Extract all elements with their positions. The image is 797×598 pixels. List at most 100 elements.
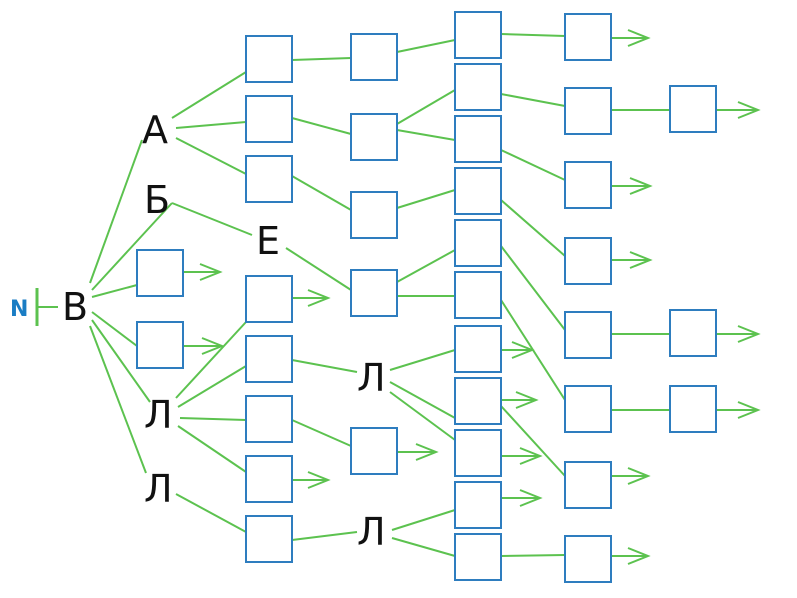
edge-1 — [89, 139, 143, 284]
arrows-layer — [184, 29, 761, 565]
empty-box-22 — [454, 325, 502, 373]
empty-box-29 — [564, 161, 612, 209]
edge-11 — [285, 247, 352, 291]
edge-14 — [179, 417, 247, 421]
edge-35 — [500, 93, 566, 107]
arrow-icon-11 — [611, 177, 653, 195]
arrow-icon-16 — [716, 325, 761, 343]
edge-12 — [175, 321, 247, 399]
empty-box-1 — [245, 35, 293, 83]
empty-box-25 — [454, 481, 502, 529]
edge-9 — [175, 137, 247, 175]
empty-box-27 — [564, 13, 612, 61]
edge-7 — [171, 71, 247, 119]
edge-8 — [175, 121, 247, 129]
empty-box-5 — [245, 335, 293, 383]
edge-24 — [396, 89, 456, 125]
empty-box-10 — [136, 321, 184, 369]
edge-40 — [500, 405, 566, 477]
arrow-icon-5 — [292, 471, 331, 489]
edge-18 — [291, 117, 352, 135]
edge-19 — [291, 175, 352, 211]
edge-16 — [175, 493, 247, 533]
arrow-icon-7 — [501, 391, 539, 409]
arrow-icon-9 — [501, 489, 543, 507]
edge-25 — [396, 129, 456, 141]
arrow-icon-12 — [611, 251, 653, 269]
empty-box-18 — [454, 115, 502, 163]
empty-box-15 — [350, 427, 398, 475]
boxes-layer — [136, 11, 717, 583]
edge-21 — [291, 531, 358, 541]
edge-27 — [396, 249, 456, 283]
edge-2 — [91, 202, 173, 291]
node-label-l4: Л — [357, 510, 386, 554]
empty-box-6 — [245, 395, 293, 443]
node-label-a: А — [142, 108, 168, 152]
node-label-l2: Л — [144, 467, 173, 511]
empty-box-19 — [454, 167, 502, 215]
empty-box-32 — [564, 385, 612, 433]
empty-box-30 — [564, 237, 612, 285]
edge-20 — [291, 419, 352, 447]
edge-17 — [291, 57, 352, 61]
edge-36 — [500, 149, 566, 181]
arrow-icon-15 — [716, 101, 761, 119]
empty-box-17 — [454, 63, 502, 111]
edge-22 — [291, 359, 358, 373]
empty-box-12 — [350, 113, 398, 161]
arrow-icon-17 — [716, 401, 761, 419]
empty-box-11 — [350, 33, 398, 81]
edge-4 — [91, 311, 138, 347]
empty-box-8 — [245, 515, 293, 563]
arrow-icon-4 — [397, 443, 439, 461]
edge-33 — [391, 537, 456, 557]
edge-5 — [91, 319, 151, 403]
empty-box-36 — [669, 309, 717, 357]
empty-box-31 — [564, 311, 612, 359]
edge-37 — [500, 199, 566, 257]
empty-box-3 — [245, 155, 293, 203]
empty-box-23 — [454, 377, 502, 425]
arrow-icon-14 — [611, 547, 651, 565]
empty-box-16 — [454, 11, 502, 59]
empty-box-26 — [454, 533, 502, 581]
node-label-root: В — [62, 285, 88, 329]
empty-box-14 — [350, 269, 398, 317]
arrow-icon-10 — [611, 29, 651, 47]
edge-29 — [389, 349, 456, 371]
edge-30 — [389, 381, 456, 419]
empty-box-34 — [564, 535, 612, 583]
edge-41 — [500, 554, 566, 557]
empty-box-37 — [669, 385, 717, 433]
node-label-l3: Л — [357, 356, 386, 400]
empty-box-4 — [245, 275, 293, 323]
empty-box-33 — [564, 461, 612, 509]
empty-box-20 — [454, 219, 502, 267]
edge-23 — [396, 39, 456, 53]
arrow-icon-13 — [611, 467, 651, 485]
edge-6 — [89, 325, 147, 474]
edges-layer — [89, 33, 670, 557]
edge-34 — [500, 33, 566, 37]
empty-box-21 — [454, 271, 502, 319]
edge-38 — [500, 245, 566, 331]
arrow-icon-3 — [292, 289, 331, 307]
empty-box-35 — [669, 85, 717, 133]
edge-15 — [177, 425, 247, 473]
node-label-e: Е — [256, 219, 280, 263]
arrow-icon-8 — [501, 447, 543, 465]
edge-32 — [391, 509, 456, 531]
arrow-icon-1 — [184, 263, 223, 281]
edge-10 — [171, 202, 253, 236]
start-label-n: N — [10, 297, 28, 322]
arrow-icon-6 — [501, 341, 535, 359]
edge-26 — [396, 189, 456, 209]
arrow-icon-2 — [184, 337, 225, 355]
empty-box-13 — [350, 191, 398, 239]
empty-box-9 — [136, 249, 184, 297]
empty-box-2 — [245, 95, 293, 143]
edge-3 — [91, 284, 138, 298]
node-label-b: Б — [144, 178, 170, 222]
